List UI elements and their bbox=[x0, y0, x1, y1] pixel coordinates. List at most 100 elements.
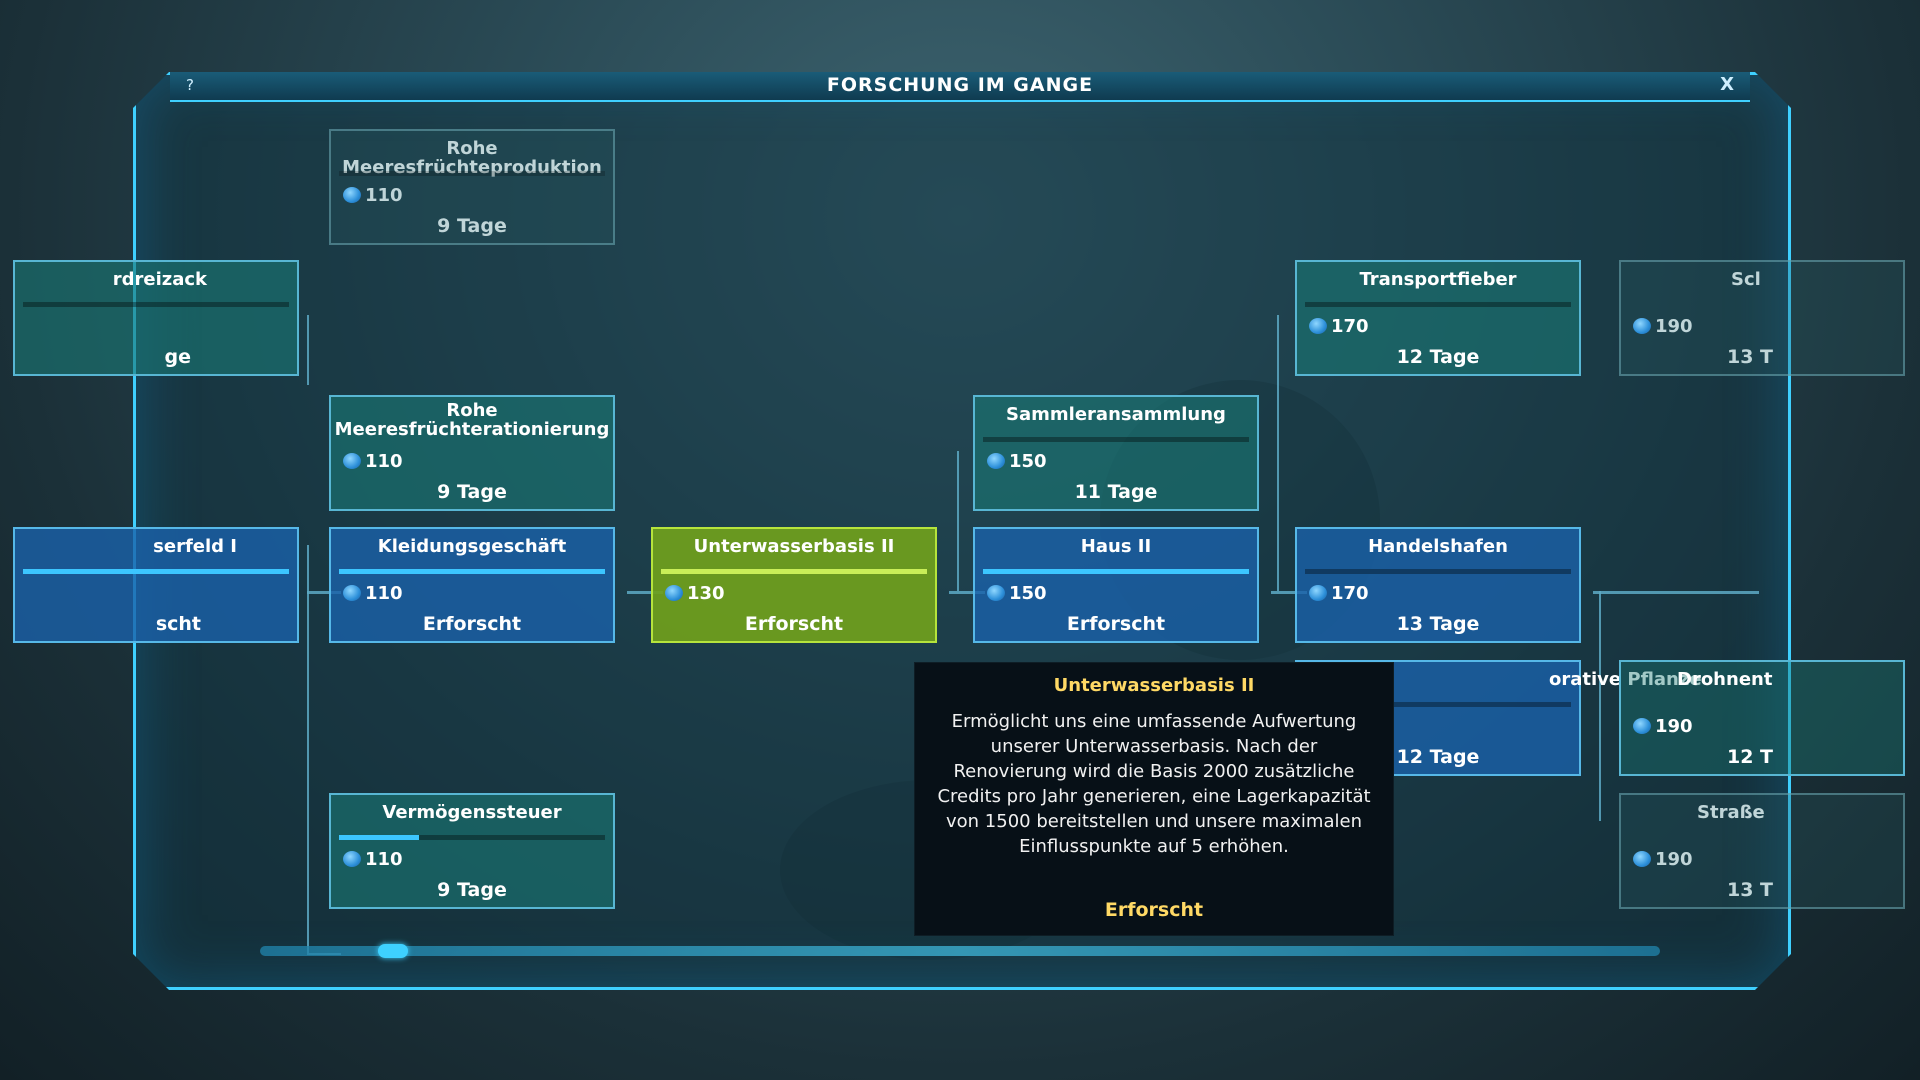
node-status: Erforscht bbox=[422, 613, 522, 635]
node-duration: 9 Tage bbox=[437, 481, 507, 503]
connector-line bbox=[1277, 315, 1279, 591]
credits-icon bbox=[1633, 718, 1651, 734]
credits-icon bbox=[1633, 318, 1651, 334]
tooltip-status: Erforscht bbox=[1104, 899, 1204, 921]
cost-value: 110 bbox=[365, 583, 403, 604]
progress-bar bbox=[1305, 302, 1571, 307]
node-name: Vermögenssteuer bbox=[382, 802, 562, 823]
research-node-kleidung[interactable]: Kleidungsgeschäft 110 Erforscht bbox=[329, 527, 615, 643]
progress-bar bbox=[339, 835, 605, 840]
node-name: Transportfieber bbox=[1359, 269, 1517, 290]
research-node-strasse[interactable]: Straße 190 13 T bbox=[1619, 793, 1905, 909]
cost-value: 170 bbox=[1331, 583, 1369, 604]
node-duration: 13 T bbox=[1727, 879, 1774, 901]
progress-fill bbox=[339, 835, 419, 840]
research-node-drohnent[interactable]: Drohnent 190 12 T bbox=[1619, 660, 1905, 776]
cost-value: 190 bbox=[1655, 316, 1693, 337]
credits-icon bbox=[343, 851, 361, 867]
node-duration: 12 T bbox=[1727, 746, 1774, 768]
cost-value: 130 bbox=[687, 583, 725, 604]
research-node-rohe-produktion[interactable]: Rohe Meeresfrüchteproduktion 110 9 Tage bbox=[329, 129, 615, 245]
node-name: rdreizack bbox=[112, 269, 207, 290]
window-title: FORSCHUNG IM GANGE bbox=[826, 74, 1094, 96]
scrollbar-thumb[interactable] bbox=[378, 944, 408, 958]
node-name: Rohe Meeresfrüchterationierung bbox=[334, 400, 610, 440]
cost-value: 110 bbox=[365, 185, 403, 206]
connector-line bbox=[949, 591, 985, 594]
node-duration: 11 Tage bbox=[1074, 481, 1158, 503]
cost-value: 110 bbox=[365, 849, 403, 870]
research-node-haus-ii[interactable]: Haus II 150 Erforscht bbox=[973, 527, 1259, 643]
node-status: Erforscht bbox=[1066, 613, 1166, 635]
research-node-dreizack[interactable]: rdreizack ge bbox=[13, 260, 299, 376]
progress-bar bbox=[339, 171, 605, 176]
progress-fill bbox=[23, 569, 289, 574]
node-status: Erforscht bbox=[744, 613, 844, 635]
credits-icon bbox=[343, 453, 361, 469]
research-node-handelshafen[interactable]: Handelshafen 170 13 Tage bbox=[1295, 527, 1581, 643]
research-node-sammleransammlung[interactable]: Sammleransammlung 150 11 Tage bbox=[973, 395, 1259, 511]
connector-line bbox=[307, 545, 309, 953]
progress-bar bbox=[23, 569, 289, 574]
node-duration: 13 Tage bbox=[1396, 613, 1480, 635]
node-cost: 110 bbox=[343, 451, 403, 472]
node-name: Sammleransammlung bbox=[1006, 404, 1226, 425]
research-node-rohe-rationierung[interactable]: Rohe Meeresfrüchterationierung 110 9 Tag… bbox=[329, 395, 615, 511]
credits-icon bbox=[665, 585, 683, 601]
progress-bar bbox=[1305, 569, 1571, 574]
node-cost: 150 bbox=[987, 451, 1047, 472]
node-cost: 150 bbox=[987, 583, 1047, 604]
connector-line bbox=[1599, 591, 1601, 821]
help-button[interactable]: ? bbox=[186, 76, 194, 94]
credits-icon bbox=[343, 187, 361, 203]
node-duration: 9 Tage bbox=[437, 879, 507, 901]
progress-fill bbox=[661, 569, 927, 574]
title-bar: ? FORSCHUNG IM GANGE X bbox=[170, 72, 1750, 102]
node-name: Handelshafen bbox=[1368, 536, 1508, 557]
node-cost: 170 bbox=[1309, 583, 1369, 604]
research-node-unterwasserbasis-ii[interactable]: Unterwasserbasis II 130 Erforscht bbox=[651, 527, 937, 643]
node-name: Haus II bbox=[1080, 536, 1152, 557]
node-name: Kleidungsgeschäft bbox=[377, 536, 567, 557]
credits-icon bbox=[343, 585, 361, 601]
node-cost: 190 bbox=[1633, 716, 1693, 737]
node-cost: 110 bbox=[343, 849, 403, 870]
progress-bar bbox=[983, 569, 1249, 574]
node-duration: 13 T bbox=[1727, 346, 1774, 368]
node-name: Unterwasserbasis II bbox=[693, 536, 895, 557]
node-name: Rohe Meeresfrüchteproduktion bbox=[342, 138, 602, 178]
node-cost: 110 bbox=[343, 185, 403, 206]
node-name: orative Pflanze bbox=[1549, 669, 1702, 690]
cost-value: 190 bbox=[1655, 716, 1693, 737]
node-name: Straße bbox=[1697, 802, 1765, 823]
connector-line bbox=[627, 591, 663, 594]
close-button[interactable]: X bbox=[1720, 74, 1734, 95]
progress-fill bbox=[339, 569, 605, 574]
node-name: Drohnent bbox=[1677, 669, 1773, 690]
progress-bar bbox=[339, 569, 605, 574]
node-cost: 130 bbox=[665, 583, 725, 604]
research-node-serfeld[interactable]: serfeld I scht bbox=[13, 527, 299, 643]
research-node-vermoegenssteuer[interactable]: Vermögenssteuer 110 9 Tage bbox=[329, 793, 615, 909]
credits-icon bbox=[1309, 585, 1327, 601]
cost-value: 190 bbox=[1655, 849, 1693, 870]
node-duration: scht bbox=[155, 613, 201, 635]
credits-icon bbox=[987, 453, 1005, 469]
connector-line bbox=[307, 591, 341, 594]
progress-bar bbox=[661, 569, 927, 574]
node-duration: 12 Tage bbox=[1396, 746, 1480, 768]
tooltip-title: Unterwasserbasis II bbox=[1053, 675, 1255, 696]
cost-value: 170 bbox=[1331, 316, 1369, 337]
horizontal-scrollbar[interactable] bbox=[260, 946, 1660, 956]
node-name: Scl bbox=[1731, 269, 1761, 290]
cost-value: 150 bbox=[1009, 451, 1047, 472]
progress-bar bbox=[1305, 702, 1571, 707]
research-node-scl[interactable]: Scl 190 13 T bbox=[1619, 260, 1905, 376]
node-cost: 190 bbox=[1633, 849, 1693, 870]
node-cost: 170 bbox=[1309, 316, 1369, 337]
progress-bar bbox=[983, 437, 1249, 442]
cost-value: 150 bbox=[1009, 583, 1047, 604]
credits-icon bbox=[1309, 318, 1327, 334]
research-node-transportfieber[interactable]: Transportfieber 170 12 Tage bbox=[1295, 260, 1581, 376]
node-duration: ge bbox=[164, 346, 192, 368]
